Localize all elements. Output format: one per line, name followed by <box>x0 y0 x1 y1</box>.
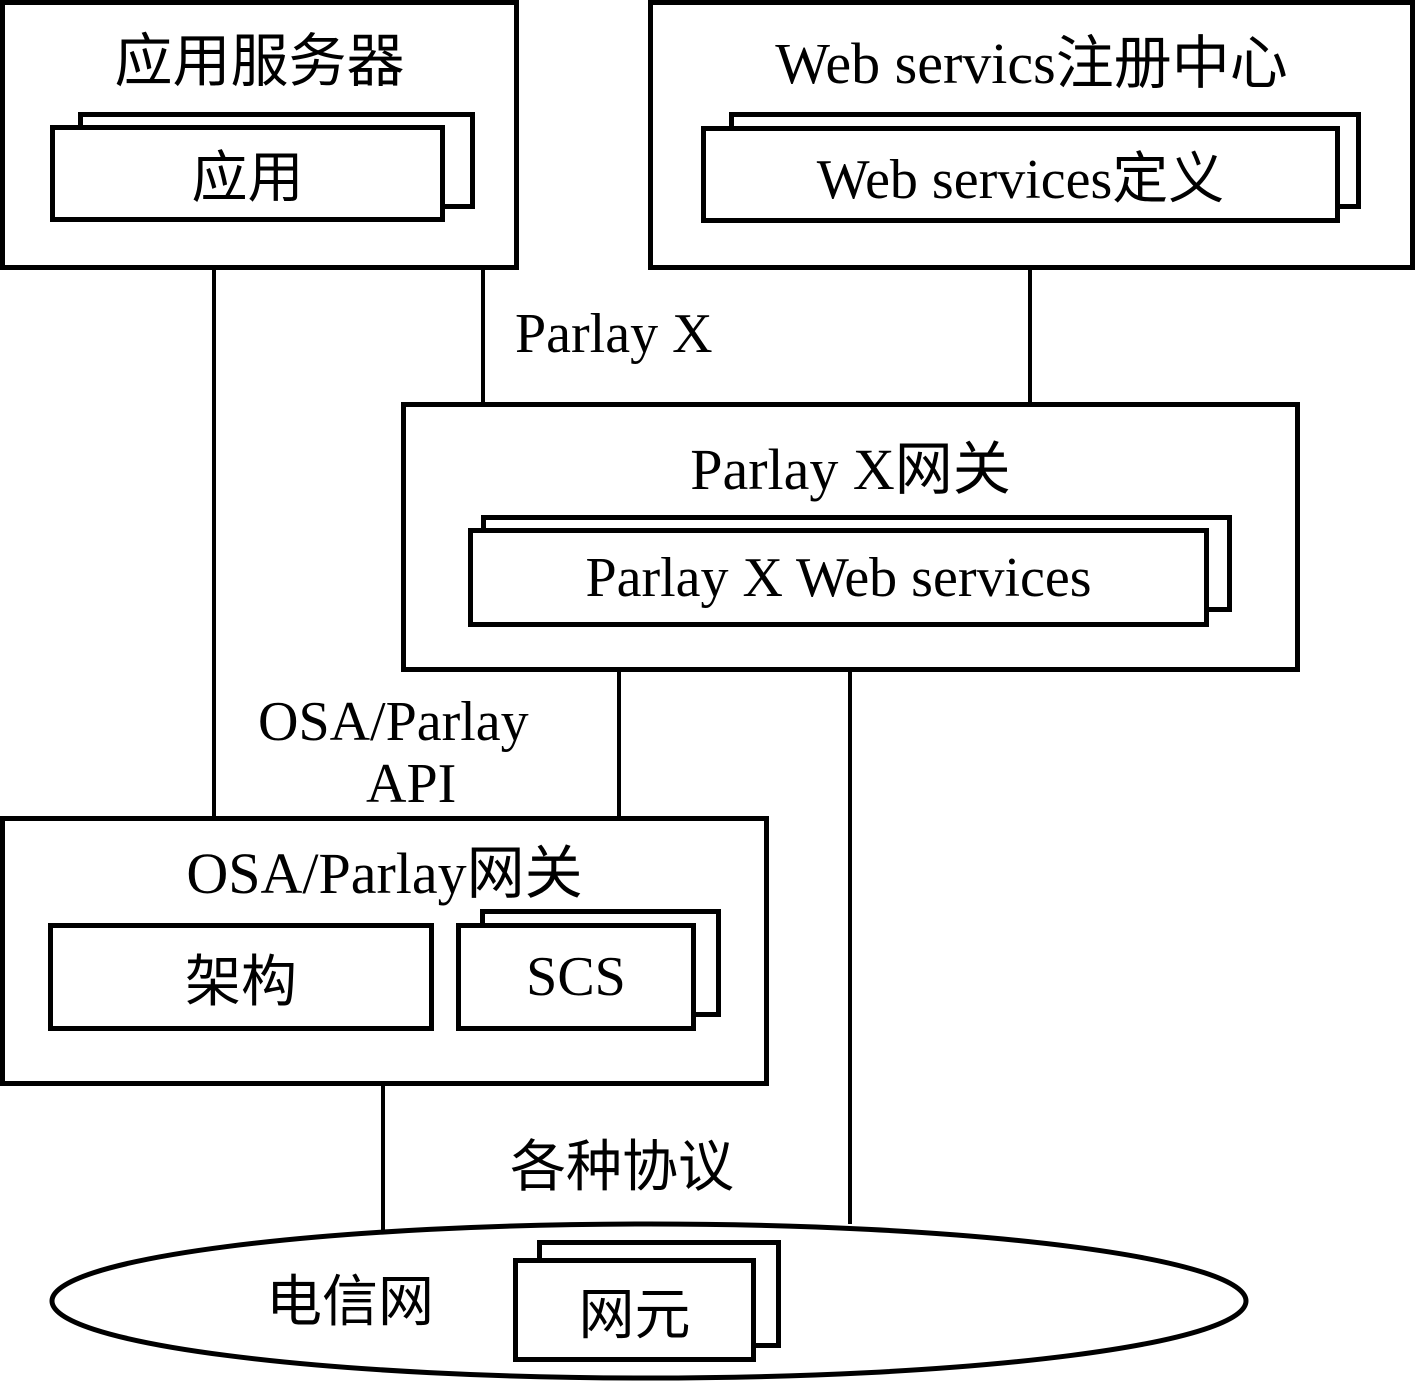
registry-title: Web servics注册中心 <box>775 31 1288 96</box>
osa-api-label-line2: API <box>366 753 457 815</box>
line-appserver-to-parlayx-gateway <box>481 266 485 406</box>
scs-stack: SCS <box>456 909 721 1031</box>
network-element-stack: 网元 <box>513 1240 781 1362</box>
network-element-box: 网元 <box>513 1258 756 1362</box>
framework-stack: 架构 <box>48 923 434 1031</box>
app-server-title: 应用服务器 <box>114 29 405 94</box>
parlayx-ws-label: Parlay X Web services <box>585 546 1092 609</box>
parlayx-gateway-title: Parlay X网关 <box>690 437 1011 502</box>
scs-box: SCS <box>456 923 696 1031</box>
application-box: 应用 <box>50 125 445 222</box>
line-parlayx-gateway-to-telecom <box>848 668 852 1224</box>
framework-label: 架构 <box>185 951 297 1014</box>
line-parlayx-gateway-to-osa-gateway <box>617 668 621 820</box>
network-element-label: 网元 <box>578 1284 691 1347</box>
line-osa-gateway-to-telecom <box>381 1082 385 1230</box>
framework-box: 架构 <box>48 923 434 1031</box>
line-registry-to-parlayx-gateway <box>1028 266 1032 406</box>
osa-gateway-title: OSA/Parlay网关 <box>186 841 583 906</box>
line-appserver-to-osa-gateway <box>212 266 216 820</box>
parlayx-ws-stack: Parlay X Web services <box>468 515 1232 627</box>
scs-label: SCS <box>526 946 626 1008</box>
ws-definition-label: Web services定义 <box>816 149 1225 211</box>
application-stack: 应用 <box>50 112 475 222</box>
protocols-label: 各种协议 <box>510 1137 734 1199</box>
ws-definition-stack: Web services定义 <box>701 112 1361 223</box>
parlayx-interface-label: Parlay X <box>515 303 713 365</box>
parlayx-ws-box: Parlay X Web services <box>468 528 1209 627</box>
ws-definition-box: Web services定义 <box>701 126 1340 223</box>
application-label: 应用 <box>191 148 304 210</box>
osa-api-label-line1: OSA/Parlay <box>258 691 529 753</box>
telecom-network-label: 电信网 <box>266 1272 434 1334</box>
